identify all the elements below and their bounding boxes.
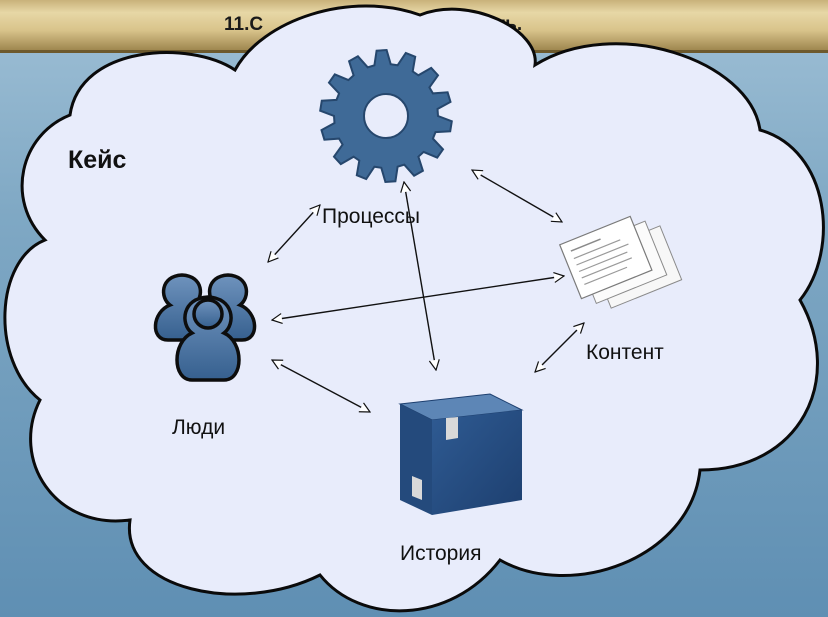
node-label-history: История [400,542,482,565]
node-label-processes: Процессы [322,205,421,228]
node-label-people: Люди [172,416,226,439]
box-icon [398,393,524,515]
slide-title-left: 11.С [224,14,264,35]
people-icon [153,273,257,382]
arrow-people-content [272,276,564,320]
node-label-content: Контент [586,341,664,364]
arrow-people-processes [268,205,320,262]
arrow-processes-content [472,170,562,222]
arrow-people-history [272,360,370,412]
documents-icon [558,215,683,309]
case-label: Кейс [68,146,127,174]
arrow-content-history [535,323,584,372]
gear-icon [319,48,453,184]
